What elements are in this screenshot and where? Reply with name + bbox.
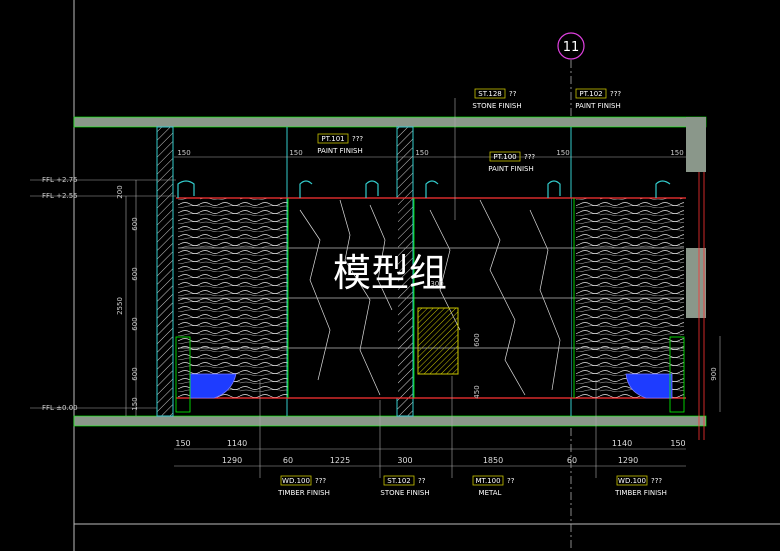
tag-pt101: PT.101 ??? PAINT FINISH — [317, 133, 363, 155]
tag-mt100: MT.100 ?? METAL — [451, 376, 515, 497]
tag-mt100-desc: METAL — [479, 489, 502, 497]
bdim-r2-5: 1850 — [483, 456, 503, 465]
bdim-r2-3: 1225 — [330, 456, 350, 465]
floor-slab — [73, 415, 707, 427]
left-dim-200: 200 — [116, 185, 124, 198]
niche-dims: 300 600 450 — [430, 280, 481, 399]
left-dims: 200 600 600 2550 600 600 150 — [116, 185, 139, 410]
bdim-r2-1: 1290 — [222, 456, 242, 465]
left-dim-600b: 600 — [131, 267, 139, 280]
tag-pt102-mark: ??? — [610, 90, 621, 98]
niche-dim-300: 300 — [430, 280, 443, 288]
tag-st128: ST.128 ?? STONE FINISH — [454, 88, 522, 220]
top-dims: 150 150 150 150 150 — [174, 149, 686, 158]
tag-wd100-left-mark: ??? — [315, 477, 326, 485]
left-dim-600d: 600 — [131, 367, 139, 380]
top-dim-1: 150 — [177, 149, 190, 157]
niche-dim-600: 600 — [473, 333, 481, 346]
tag-wd100-left-desc: TIMBER FINISH — [277, 489, 330, 497]
tag-pt102: PT.102 ??? PAINT FINISH — [575, 88, 621, 110]
right-wall-upper — [686, 117, 706, 172]
left-dim-2550: 2550 — [116, 297, 124, 315]
tag-st102: ST.102 ?? STONE FINISH — [379, 400, 430, 497]
bdim-r1-3: 1140 — [612, 439, 632, 448]
bottom-dims: 150 1140 1140 150 1290 60 1225 300 1850 … — [174, 439, 686, 467]
left-dim-600c: 600 — [131, 317, 139, 330]
level-label-255: FFL +2.55 — [42, 192, 78, 200]
tag-pt100: PT.100 ??? PAINT FINISH — [488, 151, 535, 173]
tag-pt102-desc: PAINT FINISH — [575, 102, 620, 110]
tag-wd100-left-code: WD.100 — [282, 477, 310, 485]
metal-niche — [417, 307, 459, 375]
level-label-000: FFL ±0.00 — [42, 404, 78, 412]
bdim-r1-1: 150 — [175, 439, 190, 448]
ceiling-slab — [73, 116, 707, 128]
bdim-r1-4: 150 — [670, 439, 685, 448]
tag-wd100-right-mark: ??? — [651, 477, 662, 485]
light-fixtures — [177, 180, 671, 198]
grid-bubble-label: 11 — [563, 40, 580, 55]
tag-st102-mark: ?? — [418, 477, 426, 485]
tag-mt100-mark: ?? — [507, 477, 515, 485]
bdim-r2-7: 1290 — [618, 456, 638, 465]
bdim-r1-2: 1140 — [227, 439, 247, 448]
bdim-r2-4: 300 — [397, 456, 412, 465]
left-dim-600a: 600 — [131, 217, 139, 230]
jamb-left — [175, 336, 191, 413]
tag-mt100-code: MT.100 — [475, 477, 500, 485]
bdim-r2-6: 60 — [567, 456, 577, 465]
tag-pt100-desc: PAINT FINISH — [488, 165, 533, 173]
tag-pt101-desc: PAINT FINISH — [317, 147, 362, 155]
tag-wd100-right: WD.100 ??? TIMBER FINISH — [595, 380, 667, 497]
level-label-275: FFL +2.75 — [42, 176, 78, 184]
tag-pt100-mark: ??? — [524, 153, 535, 161]
column-left — [156, 126, 174, 417]
tag-pt102-code: PT.102 — [579, 90, 602, 98]
tag-wd100-left: WD.100 ??? TIMBER FINISH — [259, 380, 330, 497]
tag-pt101-mark: ??? — [352, 135, 363, 143]
top-dim-3: 150 — [415, 149, 428, 157]
top-dim-5: 150 — [670, 149, 683, 157]
left-dim-150: 150 — [131, 397, 139, 410]
right-wall-mid — [686, 248, 706, 318]
top-dim-4: 150 — [556, 149, 569, 157]
tag-st102-code: ST.102 — [387, 477, 410, 485]
right-dim-900: 900 — [710, 367, 718, 380]
tag-st102-desc: STONE FINISH — [380, 489, 429, 497]
level-marker-275: FFL +2.75 — [30, 176, 176, 184]
basin-left — [189, 373, 237, 399]
niche-dim-450: 450 — [473, 385, 481, 398]
watermark: 模型组 — [333, 251, 447, 295]
jamb-right — [669, 336, 685, 413]
tag-pt100-code: PT.100 — [493, 153, 516, 161]
tag-pt101-code: PT.101 — [321, 135, 344, 143]
basin-right — [625, 373, 673, 399]
level-marker-255: FFL +2.55 — [30, 192, 176, 200]
grid-bubble: 11 — [557, 32, 585, 60]
top-dim-2: 150 — [289, 149, 302, 157]
tag-wd100-right-code: WD.100 — [618, 477, 646, 485]
tag-wd100-right-desc: TIMBER FINISH — [614, 489, 667, 497]
tag-st128-desc: STONE FINISH — [472, 102, 521, 110]
bdim-r2-2: 60 — [283, 456, 293, 465]
tag-st128-mark: ?? — [509, 90, 517, 98]
tag-st128-code: ST.128 — [478, 90, 501, 98]
